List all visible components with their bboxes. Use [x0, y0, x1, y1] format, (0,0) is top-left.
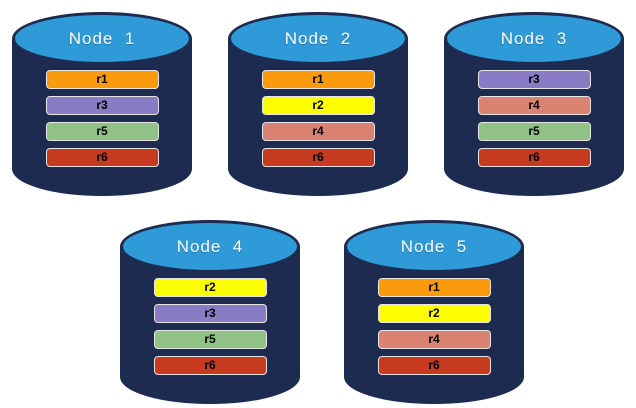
replica-bar: r4	[377, 330, 491, 349]
db-node-2: Node 2 r1 r2 r4 r6	[228, 12, 408, 196]
replica-bar: r3	[45, 96, 159, 115]
cylinder-top: Node 3	[444, 12, 624, 65]
replica-bar: r5	[153, 330, 267, 349]
replica-bar: r2	[153, 278, 267, 297]
node-title: Node 3	[500, 28, 568, 48]
node-title: Node 5	[400, 236, 468, 256]
replica-list: r1 r3 r5 r6	[12, 70, 192, 167]
replica-bar: r6	[477, 148, 591, 167]
node-title: Node 2	[284, 28, 352, 48]
replica-bar: r3	[477, 70, 591, 89]
replica-bar: r6	[45, 148, 159, 167]
replica-bar: r4	[477, 96, 591, 115]
replica-bar: r3	[153, 304, 267, 323]
replica-bar: r1	[261, 70, 375, 89]
db-node-5: Node 5 r1 r2 r4 r6	[344, 220, 524, 404]
replica-bar: r5	[45, 122, 159, 141]
cylinder-top: Node 2	[228, 12, 408, 65]
cylinder-top: Node 1	[12, 12, 192, 65]
replica-bar: r2	[261, 96, 375, 115]
node-title: Node 1	[68, 28, 136, 48]
replica-bar: r6	[261, 148, 375, 167]
replica-bar: r5	[477, 122, 591, 141]
node-title: Node 4	[176, 236, 244, 256]
cylinder-top: Node 4	[120, 220, 300, 273]
db-node-4: Node 4 r2 r3 r5 r6	[120, 220, 300, 404]
replica-bar: r6	[377, 356, 491, 375]
replica-list: r1 r2 r4 r6	[344, 278, 524, 375]
replica-bar: r6	[153, 356, 267, 375]
replica-list: r3 r4 r5 r6	[444, 70, 624, 167]
replica-list: r2 r3 r5 r6	[120, 278, 300, 375]
replica-bar: r4	[261, 122, 375, 141]
db-node-1: Node 1 r1 r3 r5 r6	[12, 12, 192, 196]
replica-bar: r1	[377, 278, 491, 297]
replica-list: r1 r2 r4 r6	[228, 70, 408, 167]
replica-bar: r1	[45, 70, 159, 89]
cylinder-top: Node 5	[344, 220, 524, 273]
db-node-3: Node 3 r3 r4 r5 r6	[444, 12, 624, 196]
replica-bar: r2	[377, 304, 491, 323]
